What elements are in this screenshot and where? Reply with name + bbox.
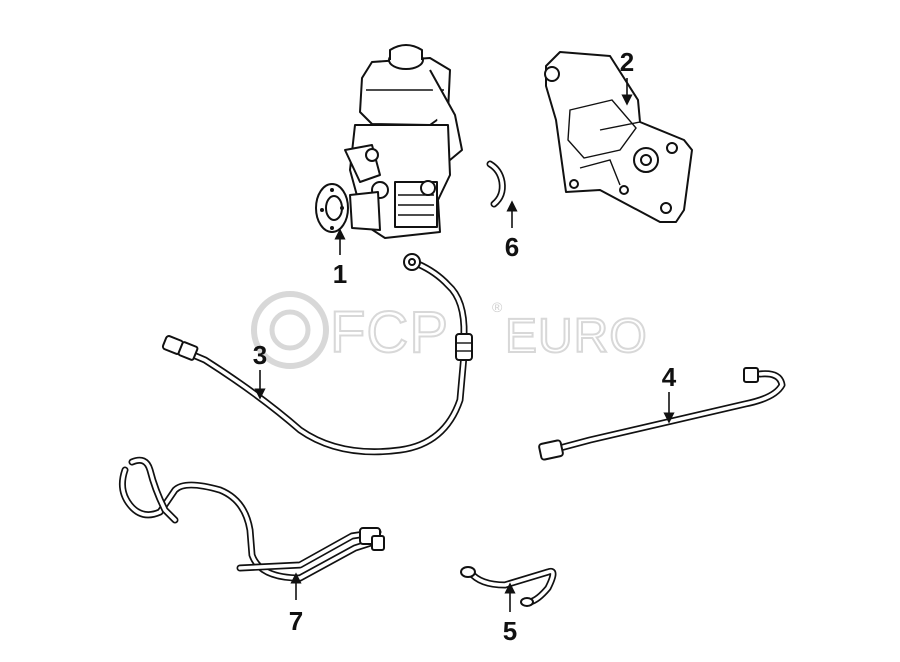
power-steering-pump: [315, 44, 463, 239]
watermark-brand-b: EURO: [505, 310, 648, 363]
callout-6: 6: [505, 200, 519, 262]
callout-number-5: 5: [503, 616, 517, 646]
return-line-assembly: [118, 456, 385, 582]
pump-mounting-bracket: [544, 51, 693, 223]
callout-7: 7: [289, 572, 303, 636]
callout-number-1: 1: [333, 259, 347, 289]
watermark-registered-mark: ®: [492, 299, 503, 315]
cooler-line: [538, 367, 786, 461]
callout-number-3: 3: [253, 340, 267, 370]
callout-1: 1: [333, 228, 347, 289]
callout-5: 5: [503, 582, 517, 646]
callout-number-4: 4: [662, 362, 677, 392]
suction-hose: [460, 566, 557, 607]
fcp-euro-watermark: FCP EURO ®: [251, 291, 648, 369]
callout-4: 4: [662, 362, 677, 424]
callout-2: 2: [620, 47, 634, 106]
callout-number-2: 2: [620, 47, 634, 77]
callout-number-6: 6: [505, 232, 519, 262]
callout-3: 3: [253, 340, 267, 400]
small-return-hose: [486, 160, 506, 208]
pressure-hose: [161, 253, 473, 456]
watermark-brand-a: FCP: [330, 300, 449, 365]
callout-number-7: 7: [289, 606, 303, 636]
